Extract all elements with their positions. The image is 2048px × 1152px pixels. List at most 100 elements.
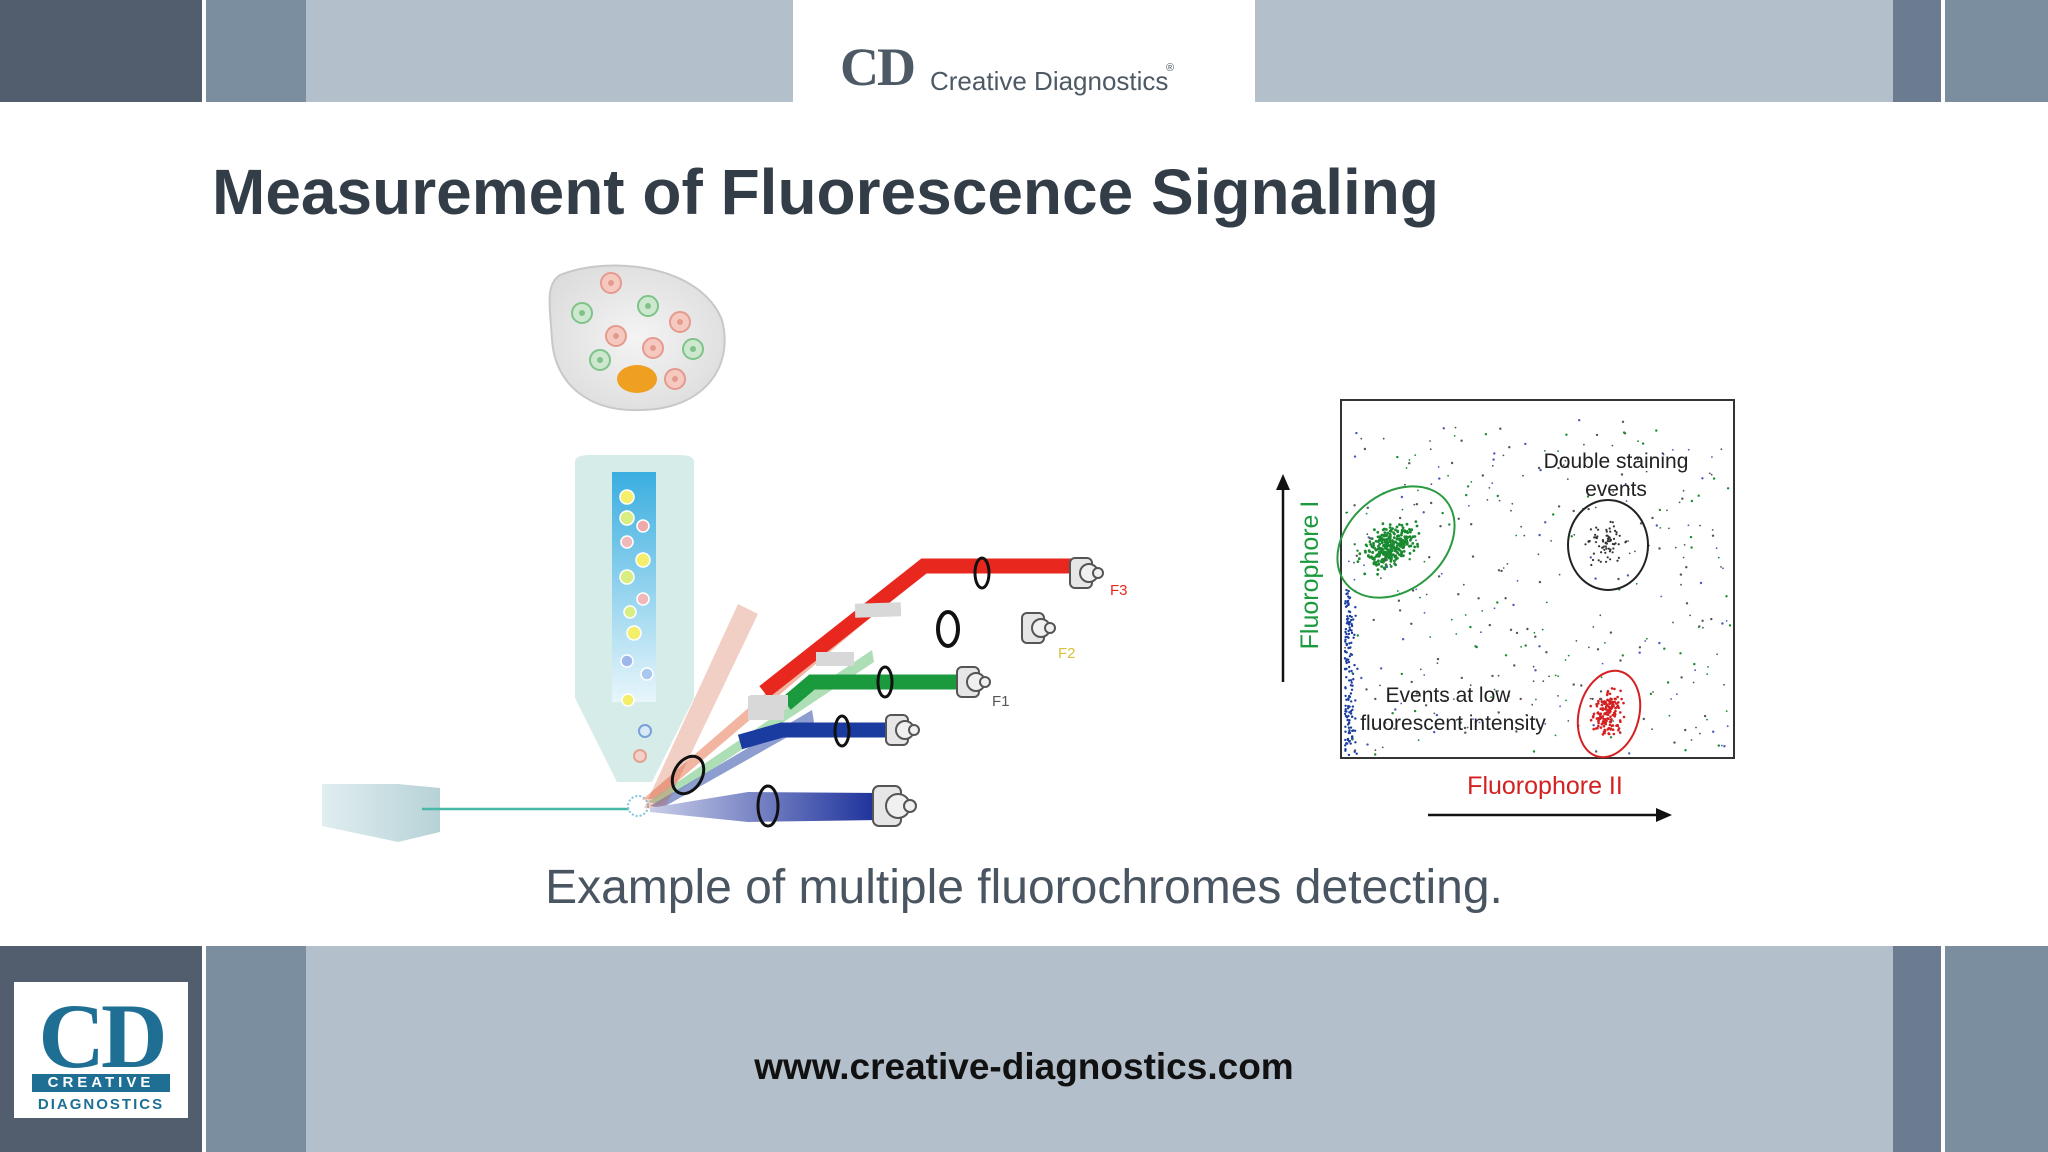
plot-point (1368, 540, 1372, 544)
plot-point (1666, 681, 1670, 684)
plot-point (1353, 455, 1357, 458)
plot-point (1592, 552, 1595, 555)
plot-point (1544, 722, 1547, 725)
plot-point (1591, 558, 1595, 562)
plot-point (1372, 726, 1375, 729)
plot-point (1621, 420, 1625, 423)
plot-point (1450, 461, 1454, 465)
plot-point (1365, 544, 1369, 548)
plot-point (1365, 688, 1368, 691)
plot-point (1393, 555, 1397, 559)
plot-point (1615, 531, 1618, 534)
plot-point (1603, 548, 1606, 551)
plot-point (1597, 702, 1600, 705)
plot-point (1557, 675, 1560, 677)
plot-point (1346, 592, 1349, 595)
plot-point (1594, 533, 1597, 536)
plot-point (1707, 666, 1709, 668)
plot-point (1603, 701, 1607, 705)
plot-point (1396, 537, 1400, 541)
plot-point (1348, 705, 1351, 708)
plot-point (1411, 589, 1415, 592)
plot-point (1354, 699, 1357, 702)
plot-point (1681, 497, 1684, 500)
plot-point (1478, 721, 1481, 724)
plot-point (1400, 531, 1404, 535)
plot-point (1605, 713, 1608, 716)
plot-point (1613, 700, 1616, 704)
laser-source (322, 784, 649, 842)
plot-point (1609, 697, 1612, 701)
header-block-mid (206, 0, 306, 102)
plot-point (1344, 668, 1347, 671)
plot-point (1415, 524, 1419, 528)
plot-point (1354, 614, 1357, 617)
plot-point (1609, 720, 1613, 724)
plot-point (1590, 563, 1593, 567)
plot-point (1572, 509, 1575, 513)
plot-point (1600, 676, 1603, 679)
plot-point (1570, 535, 1573, 538)
plot-point (1506, 563, 1509, 565)
plot-point (1497, 674, 1500, 677)
y-axis-label: Fluorophore I (1296, 501, 1324, 650)
plot-point (1607, 717, 1610, 721)
plot-point (1504, 654, 1508, 657)
plot-point (1345, 742, 1348, 745)
plot-point (1412, 549, 1416, 552)
plot-point (1604, 705, 1608, 708)
plot-point (1595, 704, 1599, 708)
plot-point (1613, 713, 1617, 716)
plot-point (1611, 713, 1615, 717)
plot-point (1396, 556, 1399, 560)
plot-point (1344, 630, 1347, 634)
plot-point (1397, 599, 1401, 602)
plot-point (1352, 618, 1355, 621)
plot-point (1436, 657, 1440, 661)
plot-point (1515, 631, 1519, 635)
plot-point (1347, 632, 1351, 636)
plot-point (1674, 546, 1677, 549)
low-intensity-label-line2: fluorescent intensity (1360, 712, 1546, 735)
plot-point (1347, 595, 1350, 598)
plot-point (1397, 534, 1401, 538)
plot-point (1350, 629, 1353, 632)
plot-point (1616, 704, 1620, 707)
plot-point (1480, 631, 1482, 634)
plot-point (1627, 487, 1630, 491)
plot-point (1651, 516, 1654, 520)
plot-point (1687, 448, 1690, 451)
plot-point (1385, 528, 1388, 531)
plot-point (1394, 547, 1398, 551)
plot-point (1400, 672, 1404, 676)
plot-point (1587, 507, 1590, 511)
plot-point (1598, 545, 1601, 548)
plot-point (1706, 718, 1708, 721)
plot-point (1606, 534, 1609, 537)
plot-point (1350, 669, 1353, 673)
plot-point (1652, 691, 1654, 693)
plot-point (1352, 678, 1355, 681)
header-logo-name: Creative Diagnostics (930, 66, 1169, 96)
plot-point (1408, 544, 1411, 548)
plot-point (1488, 623, 1492, 627)
footer-url-link[interactable]: www.creative-diagnostics.com (754, 1046, 1294, 1087)
double-staining-label-line2: events (1585, 478, 1647, 501)
plot-point (1606, 689, 1610, 693)
plot-point (1374, 749, 1377, 752)
plot-point (1567, 466, 1570, 468)
plot-point (1385, 547, 1389, 551)
plot-point (1344, 638, 1347, 641)
plot-point (1347, 589, 1350, 593)
plot-point (1634, 550, 1636, 553)
plot-point (1608, 707, 1612, 710)
plot-point (1535, 698, 1537, 701)
plot-point (1592, 712, 1596, 716)
plot-point (1513, 664, 1516, 667)
plot-point (1345, 698, 1348, 701)
plot-point (1414, 520, 1418, 523)
plot-point (1532, 680, 1535, 683)
plot-point (1592, 714, 1595, 718)
plot-point (1380, 547, 1384, 551)
blue-channel (737, 696, 920, 750)
